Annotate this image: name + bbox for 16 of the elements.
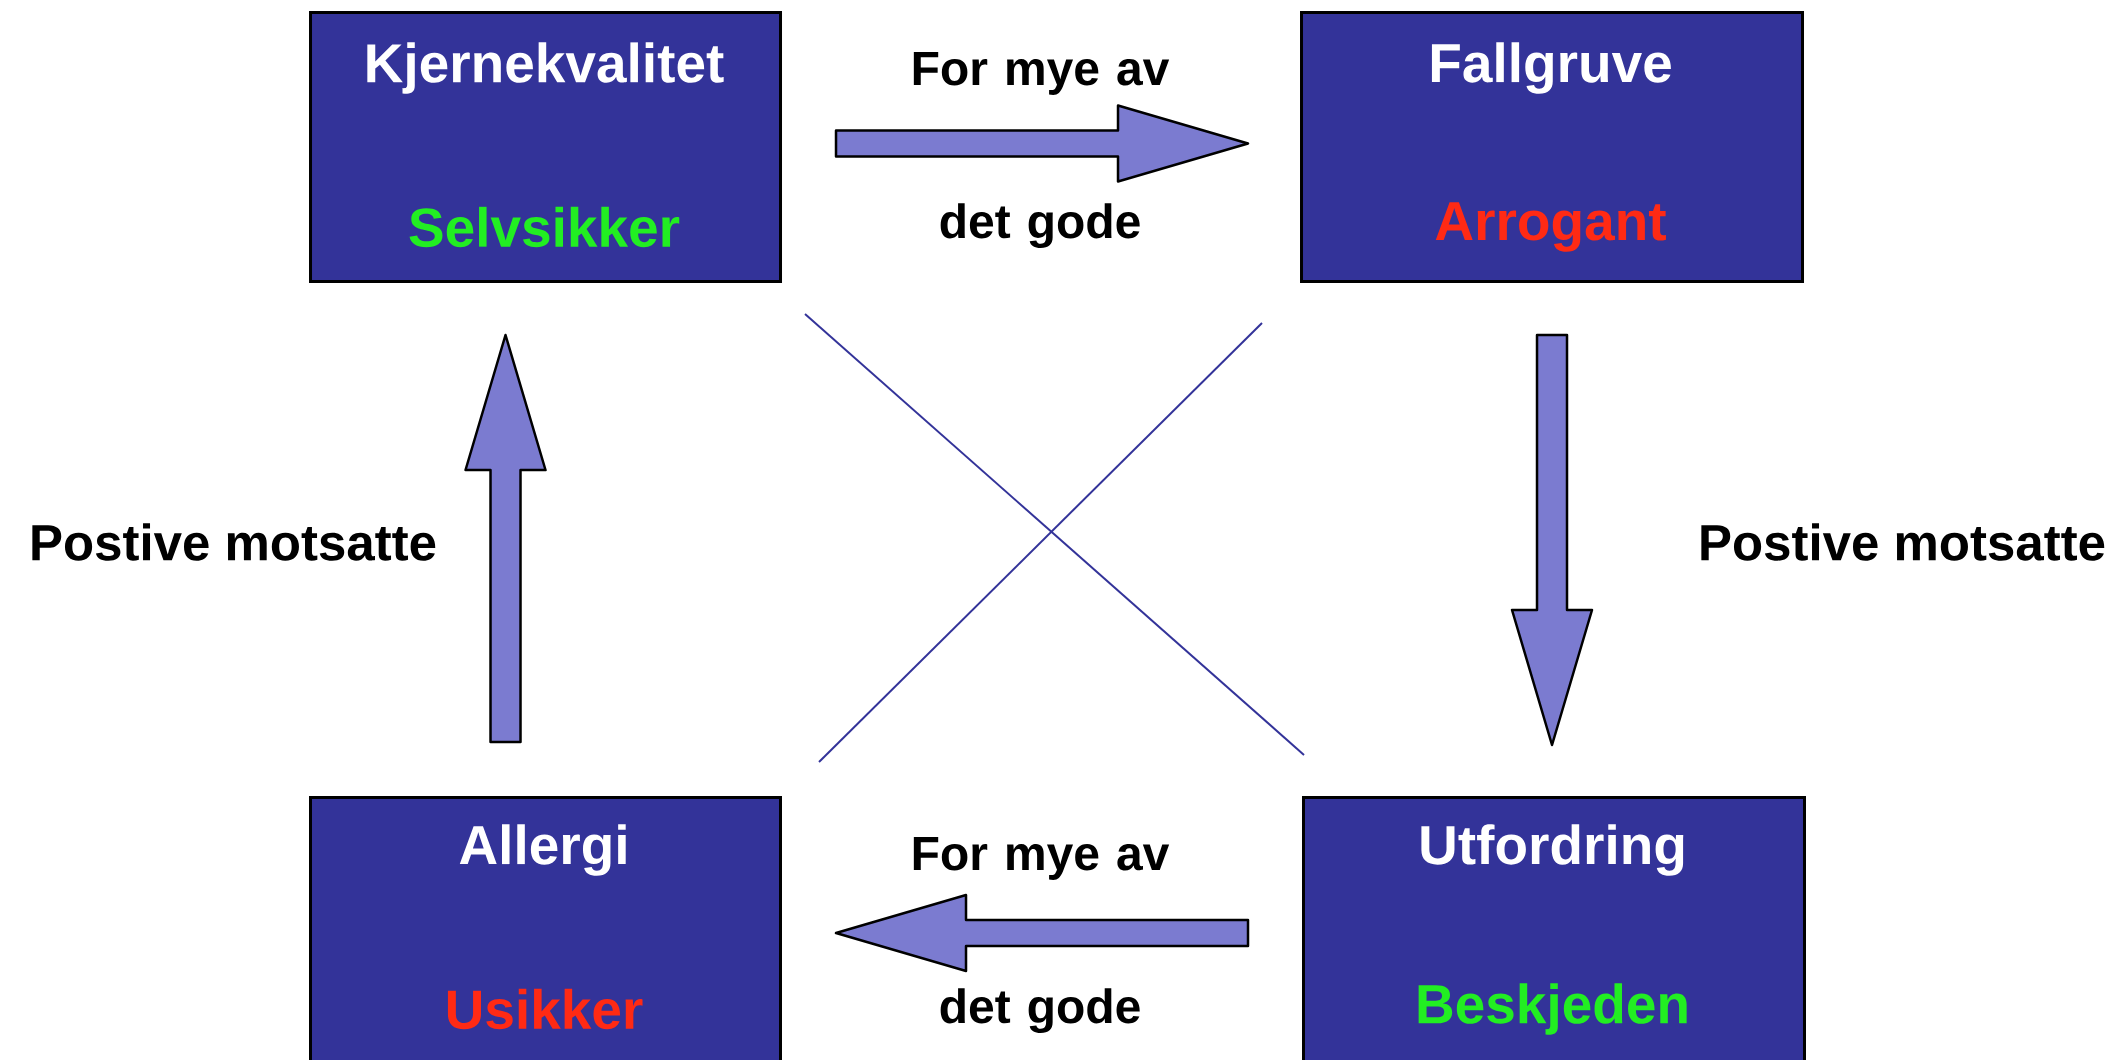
box-title: Kjernekvalitet xyxy=(367,42,724,94)
box-keyword: Arrogant xyxy=(1435,202,1666,252)
box-title: Utfordring xyxy=(1421,824,1684,876)
box-title: Fallgruve xyxy=(1431,42,1671,94)
box-keyword: Beskjeden xyxy=(1418,983,1687,1035)
block-arrow xyxy=(464,333,547,744)
block-arrow xyxy=(834,893,1250,973)
block-arrow xyxy=(834,104,1250,183)
box-title: Allergi xyxy=(459,824,626,876)
block-arrow xyxy=(1510,333,1594,747)
box-keyword: Selvsikker xyxy=(409,206,680,248)
edge-label: Postive motsatte xyxy=(32,523,436,561)
edge-label: Postive motsatte xyxy=(1701,523,2105,561)
box-keyword: Usikker xyxy=(447,988,643,1030)
edge-label: For mye av det gode xyxy=(913,51,1170,249)
edge-label: For mye av det gode xyxy=(913,836,1170,1034)
